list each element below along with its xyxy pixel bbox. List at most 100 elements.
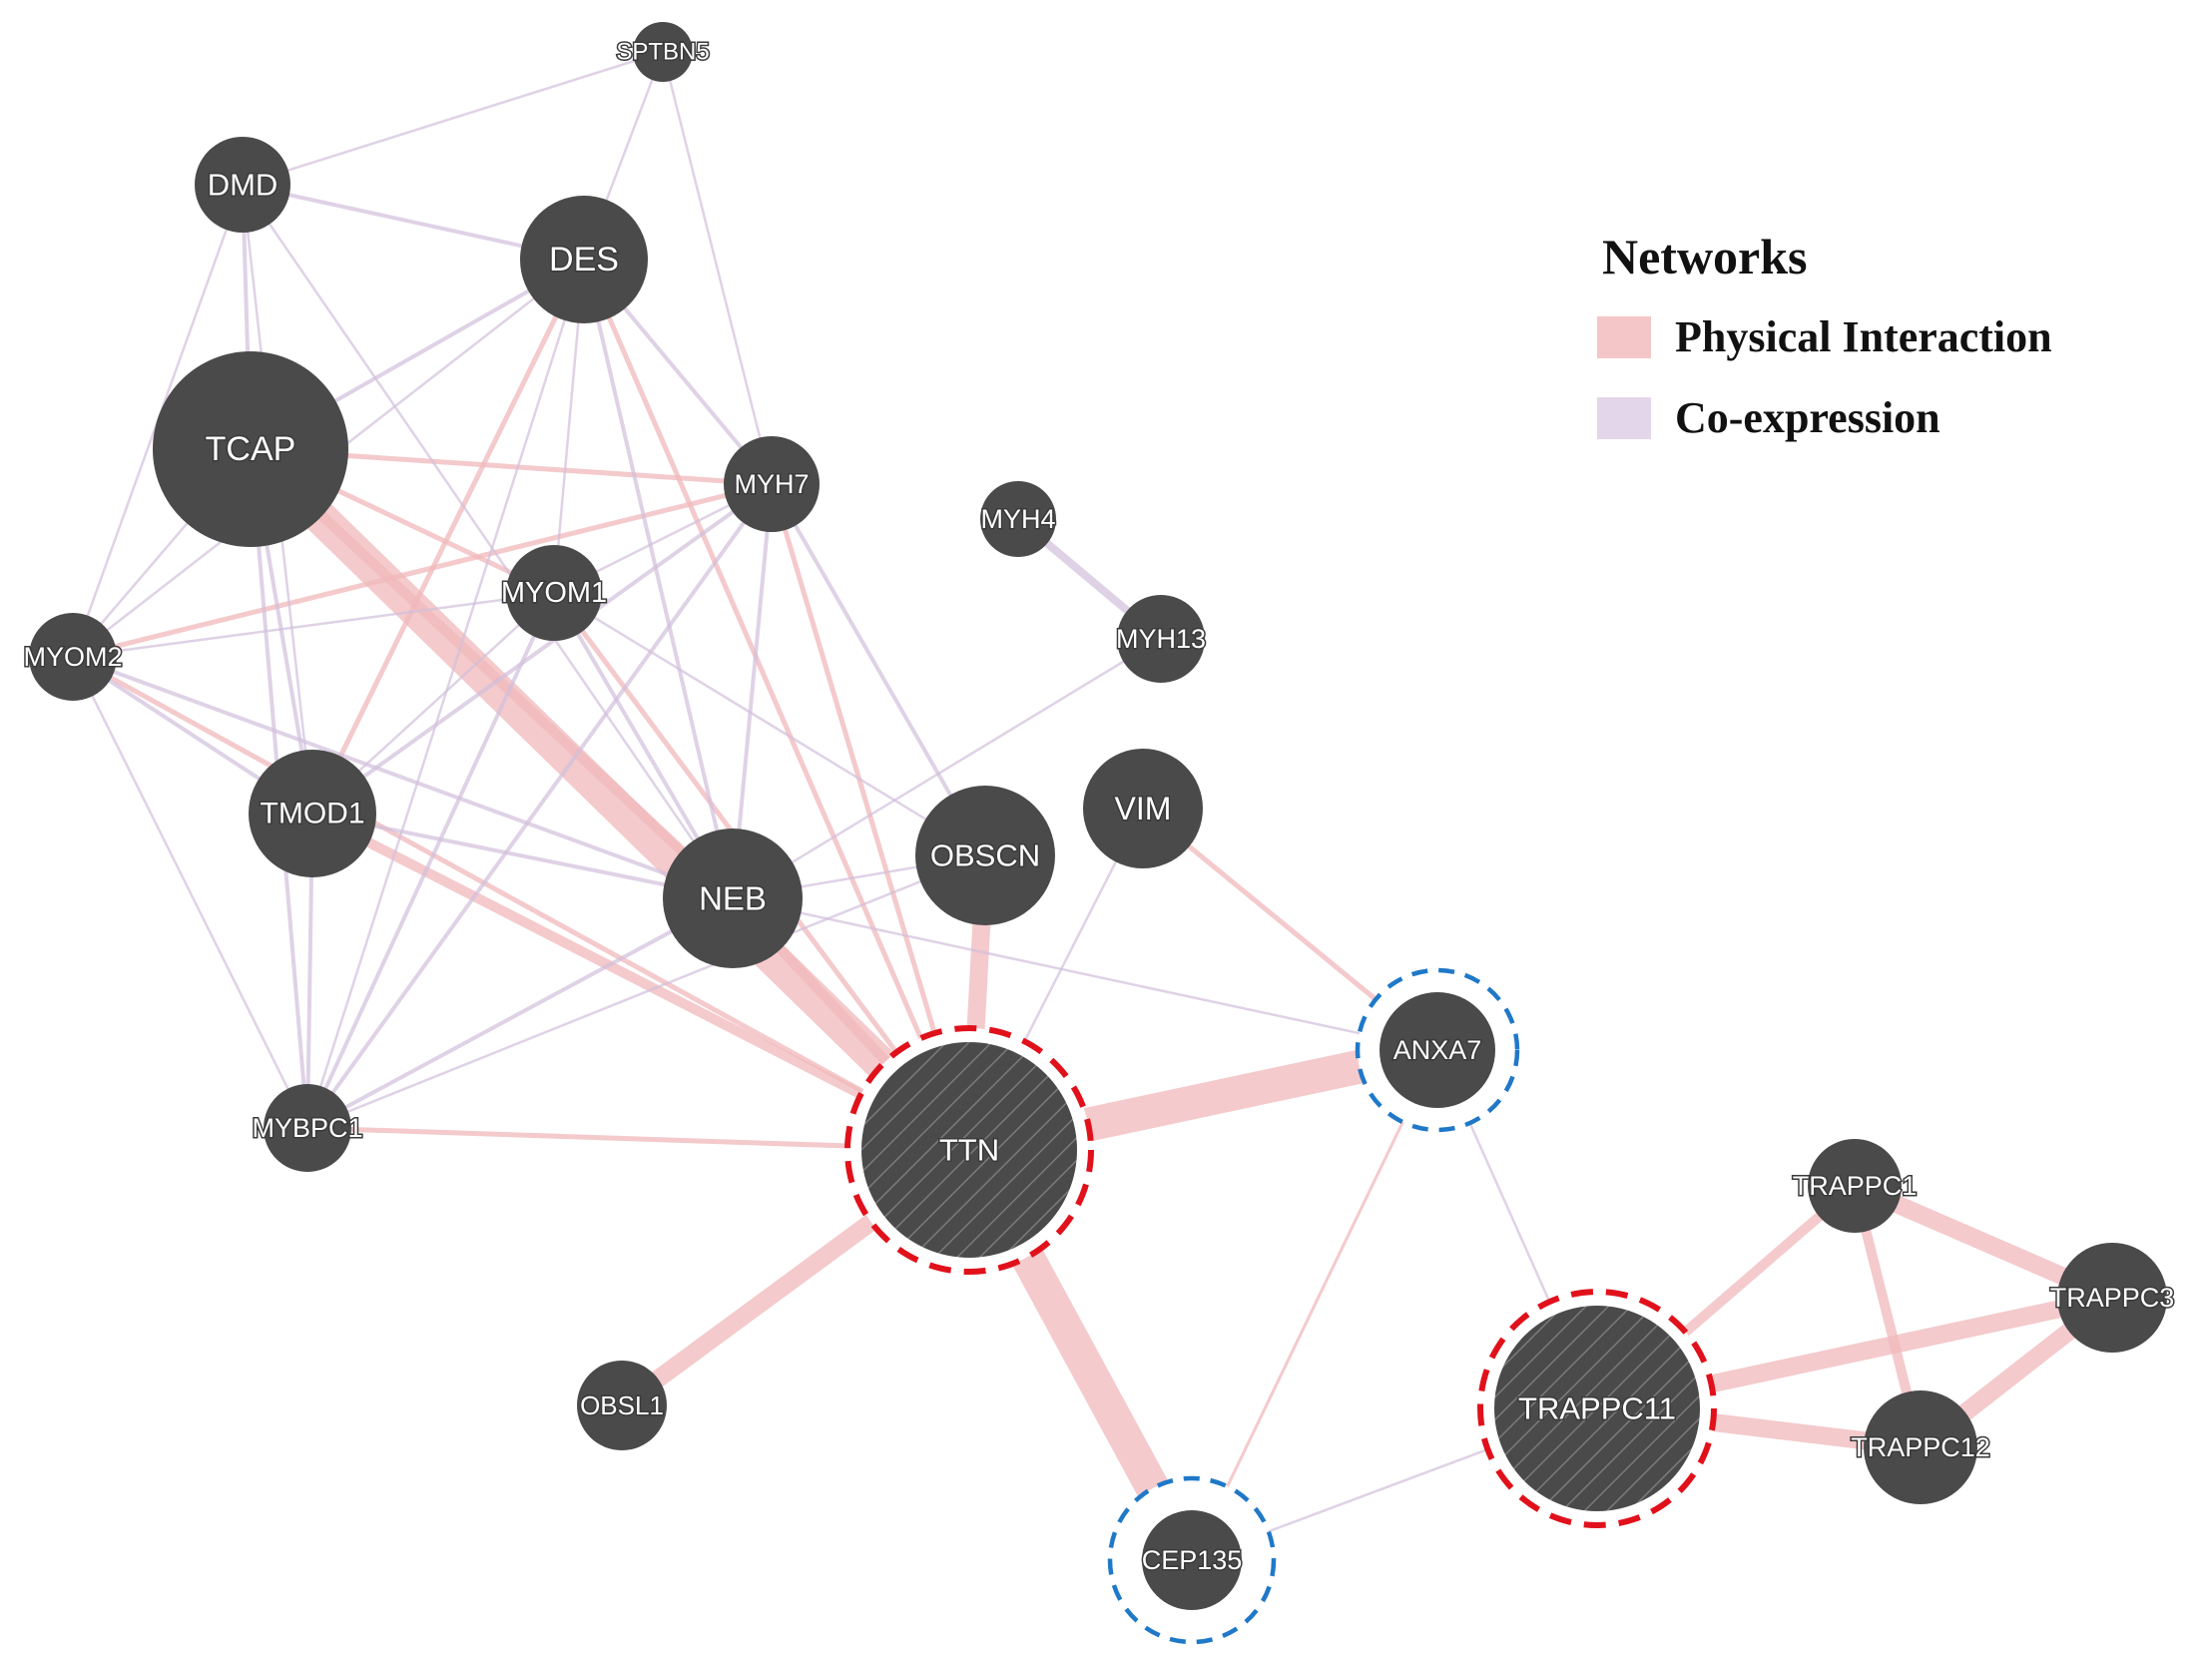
node-vim[interactable]: VIM <box>1083 749 1203 868</box>
node-dmd[interactable]: DMD <box>195 137 290 233</box>
node-circle-myh7 <box>724 436 820 532</box>
node-label-trappc11: TRAPPC11 <box>1518 1391 1676 1426</box>
node-trappc12[interactable]: TRAPPC12 <box>1850 1390 1991 1504</box>
legend-label-co-expression: Co-expression <box>1675 393 1940 442</box>
node-label-neb: NEB <box>699 880 767 917</box>
edge-myom2-neb <box>71 655 735 900</box>
node-mybpc1[interactable]: MYBPC1 <box>251 1084 364 1172</box>
edge-myom2-myh7 <box>70 481 775 660</box>
node-circle-myh4 <box>980 481 1056 557</box>
node-label-obscn: OBSCN <box>930 838 1040 873</box>
node-circle-ttn <box>861 1042 1077 1258</box>
legend-title: Networks <box>1602 229 1808 284</box>
legend-item-co-expression: Co-expression <box>1597 392 2156 443</box>
edge-myom2-ttn <box>70 654 972 1153</box>
node-circle-trappc11 <box>1494 1306 1700 1511</box>
node-tmod1[interactable]: TMOD1 <box>249 750 376 877</box>
edge-des-mybpc1 <box>305 258 586 1130</box>
node-label-tcap: TCAP <box>206 430 296 468</box>
node-circle-myom1 <box>506 545 602 641</box>
node-label-vim: VIM <box>1115 791 1172 826</box>
node-ttn[interactable]: TTN <box>844 1025 1094 1275</box>
edge-myh7-tmod1 <box>310 482 774 816</box>
node-circle-tcap <box>153 351 348 547</box>
legend-label-physical-interaction: Physical Interaction <box>1675 312 2052 361</box>
node-circle-obscn <box>915 786 1055 925</box>
node-trappc3[interactable]: TRAPPC3 <box>2048 1243 2176 1353</box>
node-label-trappc1: TRAPPC1 <box>1793 1171 1918 1201</box>
legend-swatch-co-expression <box>1597 396 1651 439</box>
node-circle-myh13 <box>1117 595 1205 683</box>
edge-tmod1-neb <box>310 812 735 900</box>
node-circle-mybpc1 <box>264 1084 351 1172</box>
node-label-myom1: MYOM1 <box>501 577 607 609</box>
edge-mybpc1-obscn <box>305 853 987 1130</box>
node-circle-vim <box>1083 749 1203 868</box>
edge-myom1-mybpc1 <box>305 591 556 1130</box>
node-label-des: DES <box>549 241 619 278</box>
edge-neb-myh13 <box>731 637 1163 900</box>
edge-des-ttn <box>581 257 972 1153</box>
node-trappc1[interactable]: TRAPPC1 <box>1791 1139 1919 1233</box>
node-circle-anxa7 <box>1380 992 1495 1108</box>
node-circle-trappc12 <box>1864 1390 1977 1504</box>
node-label-obsl1: OBSL1 <box>580 1390 664 1420</box>
node-label-mybpc1: MYBPC1 <box>252 1113 362 1143</box>
edge-anxa7-cep135 <box>1190 1048 1439 1562</box>
edge-myom2-mybpc1 <box>71 655 309 1130</box>
node-circle-myom2 <box>29 613 117 701</box>
node-circle-cep135 <box>1142 1510 1242 1610</box>
node-sptbn5[interactable]: SPTBN5 <box>615 22 711 82</box>
node-neb[interactable]: NEB <box>663 828 803 968</box>
node-label-trappc3: TRAPPC3 <box>2050 1283 2175 1313</box>
node-label-myom2: MYOM2 <box>23 642 122 672</box>
node-anxa7[interactable]: ANXA7 <box>1355 967 1520 1133</box>
node-trappc11[interactable]: TRAPPC11 <box>1477 1289 1717 1528</box>
legend-item-physical-interaction: Physical Interaction <box>1597 311 2156 362</box>
node-circle-trappc3 <box>2057 1243 2167 1353</box>
node-circle-neb <box>663 828 803 968</box>
node-myh13[interactable]: MYH13 <box>1114 595 1208 683</box>
node-label-myh7: MYH7 <box>734 469 809 499</box>
node-myh7[interactable]: MYH7 <box>724 436 820 532</box>
node-label-tmod1: TMOD1 <box>261 798 365 830</box>
node-label-sptbn5: SPTBN5 <box>616 39 709 66</box>
node-label-myh4: MYH4 <box>980 504 1055 534</box>
edge-tcap-neb <box>246 444 738 903</box>
legend-swatch-physical-interaction <box>1597 315 1651 358</box>
edge-myh7-obscn <box>770 482 987 857</box>
node-des[interactable]: DES <box>520 196 648 323</box>
edge-mybpc1-neb <box>305 896 735 1130</box>
node-circle-obsl1 <box>577 1361 667 1450</box>
node-label-anxa7: ANXA7 <box>1393 1035 1482 1065</box>
node-label-trappc12: TRAPPC12 <box>1851 1432 1990 1462</box>
edge-des-neb <box>582 258 735 900</box>
node-circle-dmd <box>195 137 290 233</box>
node-tcap[interactable]: TCAP <box>153 351 348 547</box>
edge-myh7-mybpc1 <box>305 482 774 1130</box>
node-myh4[interactable]: MYH4 <box>979 481 1057 557</box>
edge-neb-anxa7 <box>731 896 1439 1052</box>
edge-sptbn5-dmd <box>241 50 665 187</box>
node-obsl1[interactable]: OBSL1 <box>577 1361 667 1450</box>
node-circle-des <box>520 196 648 323</box>
edge-sptbn5-myh7 <box>661 50 774 486</box>
edge-des-tmod1 <box>309 257 587 817</box>
node-circle-tmod1 <box>249 750 376 877</box>
node-myom1[interactable]: MYOM1 <box>499 545 609 641</box>
edge-myom1-myom2 <box>71 591 556 659</box>
node-obscn[interactable]: OBSCN <box>915 786 1055 925</box>
node-label-dmd: DMD <box>208 168 278 203</box>
networks-legend: Networks Physical Interaction Co-express… <box>1597 228 2156 443</box>
node-circle-trappc1 <box>1808 1139 1902 1233</box>
edge-dmd-neb <box>241 183 735 900</box>
edge-myom1-obscn <box>552 591 987 857</box>
node-cep135[interactable]: CEP135 <box>1107 1475 1277 1645</box>
node-myom2[interactable]: MYOM2 <box>22 613 124 701</box>
node-label-ttn: TTN <box>939 1133 999 1168</box>
node-label-cep135: CEP135 <box>1142 1545 1243 1575</box>
node-circle-sptbn5 <box>633 22 693 82</box>
node-label-myh13: MYH13 <box>1116 624 1206 654</box>
